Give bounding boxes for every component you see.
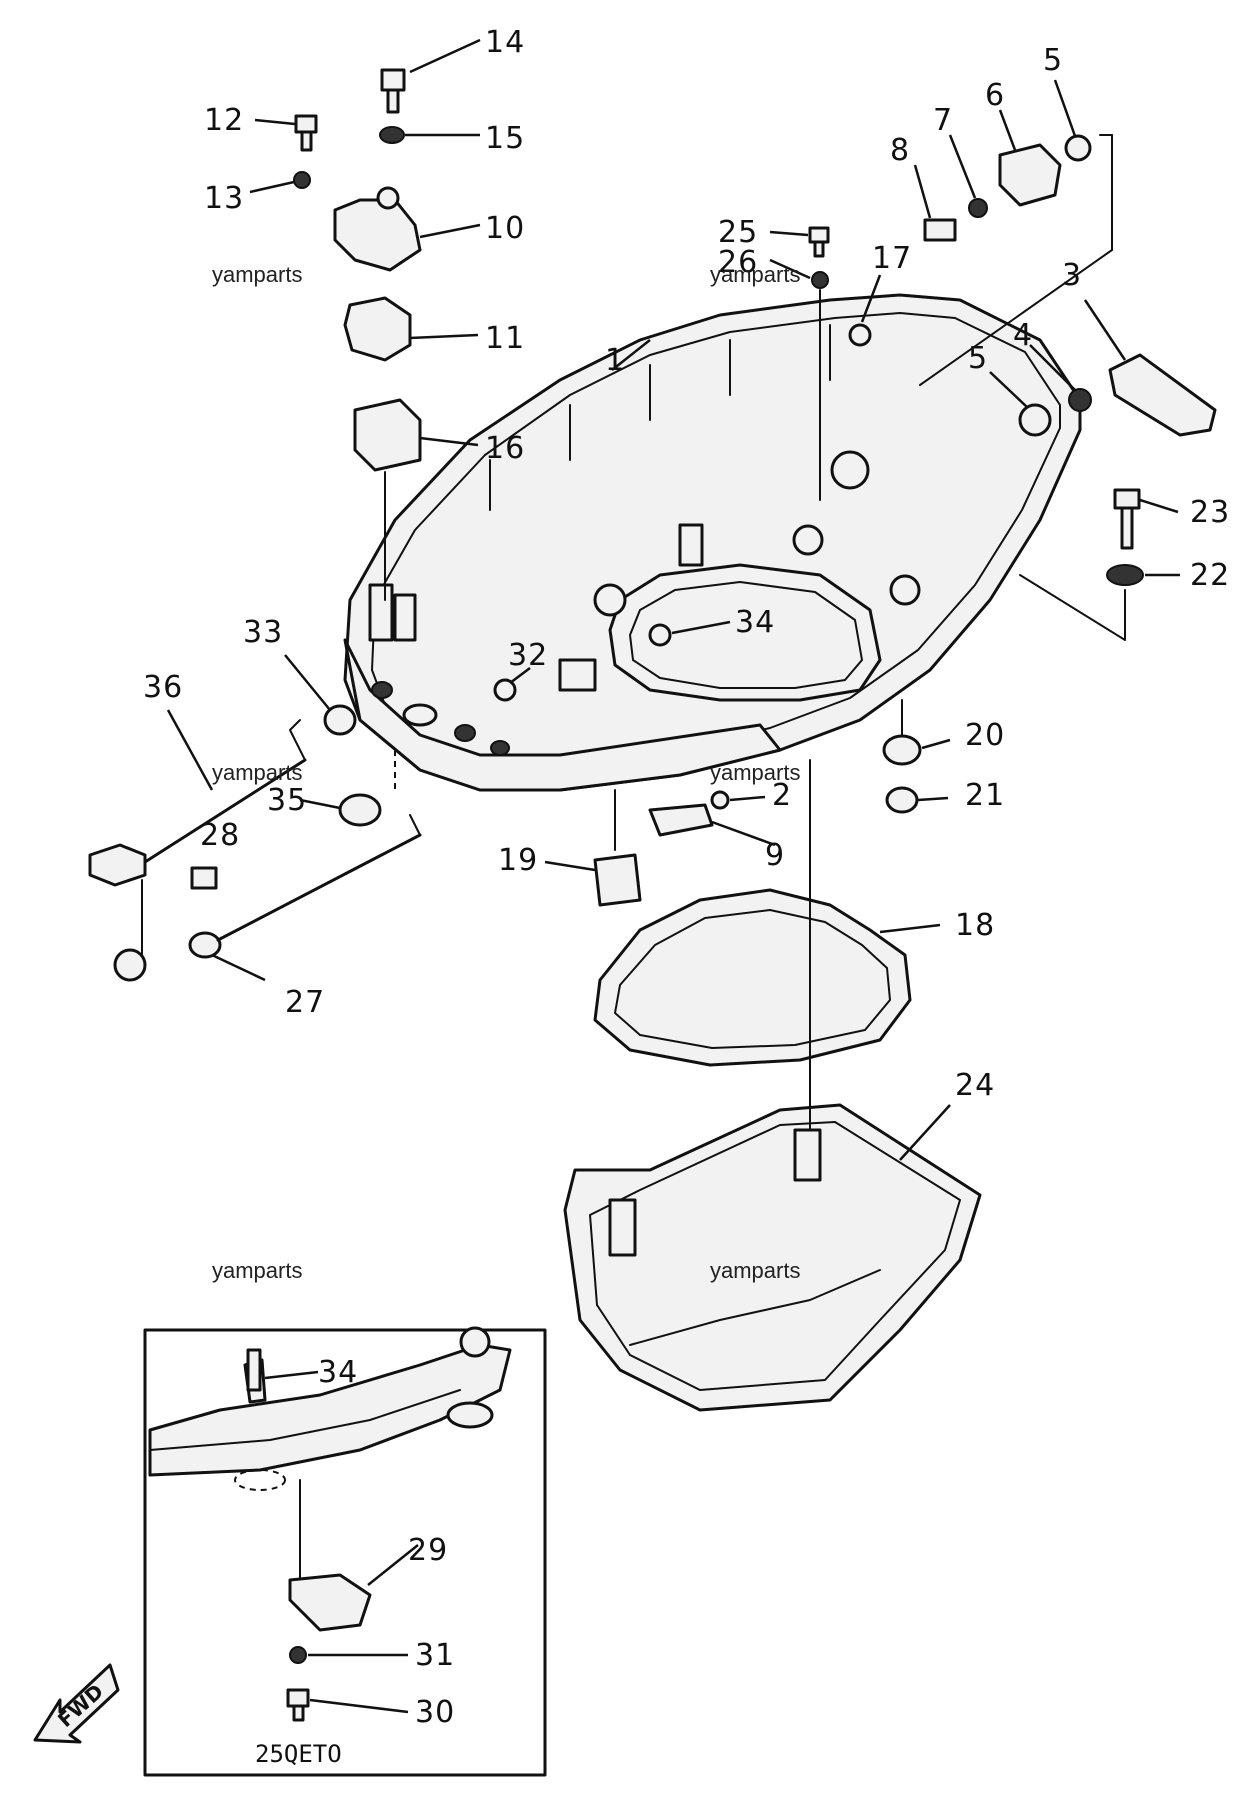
label-17: 17	[872, 241, 912, 276]
label-27: 27	[285, 985, 325, 1020]
nut-13	[293, 171, 311, 189]
label-18: 18	[955, 908, 995, 943]
label-1: 1	[605, 343, 625, 378]
inset-caption: 25QETO	[255, 1740, 342, 1768]
watermark-2: yamparts	[710, 262, 800, 287]
grommet-5-lower	[1018, 403, 1052, 437]
cable-27	[188, 931, 222, 959]
grommet-34-inset	[246, 1348, 262, 1392]
washer-7	[968, 198, 988, 218]
screw-2	[710, 790, 730, 810]
inset-25qeto: 25QETO	[143, 1326, 547, 1777]
bolt-30	[286, 1688, 310, 1708]
washer-4	[1068, 388, 1092, 412]
label-23: 23	[1190, 495, 1230, 530]
label-2: 2	[772, 778, 792, 813]
part-labels: 1 2 3 4 5 5 6 7 8 9 10 11 12 13 14 15 16…	[143, 25, 1230, 1730]
label-11: 11	[485, 321, 525, 356]
bolt-12	[294, 114, 318, 134]
grommet-34	[648, 623, 672, 647]
label-3: 3	[1062, 258, 1082, 293]
label-22: 22	[1190, 558, 1230, 593]
bolt-8	[923, 218, 957, 242]
small-parts	[88, 68, 1217, 982]
bolt-14	[380, 68, 406, 92]
label-20: 20	[965, 718, 1005, 753]
label-13: 13	[204, 181, 244, 216]
label-4: 4	[1013, 318, 1033, 353]
fwd-arrow: FWD	[33, 1663, 120, 1744]
nut-31	[289, 1646, 307, 1664]
label-7: 7	[933, 103, 953, 138]
grommet-33	[323, 704, 357, 736]
bottom-cowling-1	[343, 293, 1082, 792]
lower-cover-24	[563, 1103, 982, 1412]
label-5-lower: 5	[968, 341, 988, 376]
label-34-inset: 34	[318, 1355, 358, 1390]
washer-26	[811, 271, 829, 289]
label-10: 10	[485, 211, 525, 246]
grommet-35	[338, 793, 382, 827]
label-15: 15	[485, 121, 525, 156]
label-9: 9	[765, 838, 785, 873]
bracket-10	[333, 198, 422, 272]
nut-5-top	[1064, 134, 1092, 162]
label-12: 12	[204, 103, 244, 138]
label-19: 19	[498, 843, 538, 878]
label-24: 24	[955, 1068, 995, 1103]
label-16: 16	[485, 431, 525, 466]
label-21: 21	[965, 778, 1005, 813]
watermark-1: yamparts	[212, 262, 302, 287]
label-31: 31	[415, 1638, 455, 1673]
watermark-5: yamparts	[212, 1258, 302, 1283]
label-35: 35	[267, 783, 307, 818]
bolt-25	[808, 226, 830, 244]
label-36: 36	[143, 670, 183, 705]
collar-21	[885, 786, 919, 814]
bolt-23	[1113, 488, 1141, 510]
clip-17	[848, 323, 872, 347]
label-34-main: 34	[735, 605, 775, 640]
bushing-19	[593, 853, 642, 907]
washer-22	[1106, 564, 1144, 586]
label-30: 30	[415, 1695, 455, 1730]
bracket-6	[998, 143, 1062, 207]
watermark-3: yamparts	[212, 760, 302, 785]
label-32: 32	[508, 638, 548, 673]
label-6: 6	[985, 78, 1005, 113]
clamp-11	[343, 296, 412, 362]
watermark-4: yamparts	[710, 760, 800, 785]
watermark-6: yamparts	[710, 1258, 800, 1283]
label-29: 29	[408, 1533, 448, 1568]
inset-frame	[143, 1328, 547, 1777]
gasket-18	[593, 888, 912, 1067]
lever-3	[1108, 353, 1217, 437]
plate-9	[648, 803, 714, 837]
block-16	[353, 398, 422, 472]
cable-36	[88, 843, 147, 887]
grommet-20	[882, 734, 922, 766]
label-33: 33	[243, 615, 283, 650]
bracket-29	[288, 1573, 372, 1632]
clip-32	[493, 678, 517, 702]
washer-15	[379, 126, 405, 144]
label-26: 26	[718, 245, 758, 280]
label-28: 28	[200, 818, 240, 853]
label-25: 25	[718, 215, 758, 250]
leader-lines	[166, 38, 1180, 1714]
label-14: 14	[485, 25, 525, 60]
label-28	[190, 866, 218, 890]
label-8: 8	[890, 133, 910, 168]
watermarks: yamparts yamparts yamparts yamparts yamp…	[212, 262, 800, 1283]
label-5-top: 5	[1043, 43, 1063, 78]
